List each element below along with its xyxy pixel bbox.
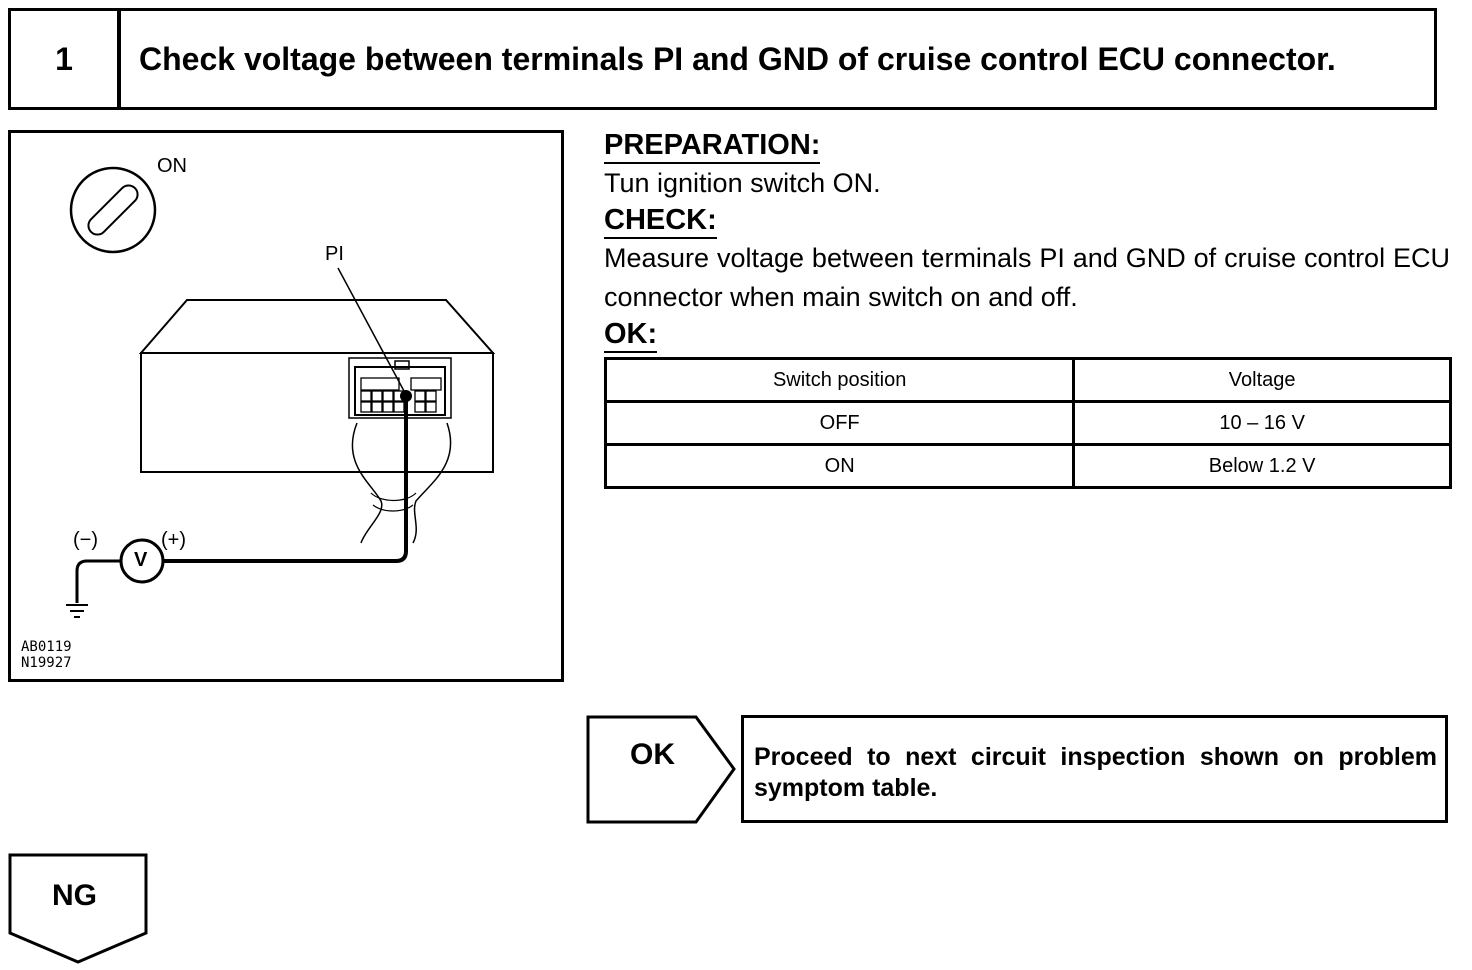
positive-terminal-label: (+) xyxy=(161,529,186,551)
preparation-text: Tun ignition switch ON. xyxy=(604,168,881,198)
table-cell: OFF xyxy=(603,400,1076,446)
step-header: 1 Check voltage between terminals PI and… xyxy=(8,8,1437,110)
preparation-heading: PREPARATION: xyxy=(604,128,821,164)
ecu-connector-icon xyxy=(348,357,452,544)
check-text: Measure voltage between terminals PI and… xyxy=(604,243,1450,312)
procedure: PREPARATION: Tun ignition switch ON. CHE… xyxy=(603,128,1454,489)
ng-arrow-icon xyxy=(8,853,148,964)
table-cell: ON xyxy=(603,443,1076,489)
ok-heading: OK: xyxy=(604,317,658,353)
step-number: 1 xyxy=(11,11,121,107)
column-header-switch-position: Switch position xyxy=(603,357,1076,403)
voltmeter-label: V xyxy=(134,549,148,571)
table-row: OFF 10 – 16 V xyxy=(603,400,1452,446)
figure-code-1: AB0119 xyxy=(21,639,72,655)
ok-arrow-icon xyxy=(586,715,736,824)
table-cell: 10 – 16 V xyxy=(1072,400,1452,446)
ecu-unit xyxy=(138,299,496,473)
table-cell: Below 1.2 V xyxy=(1072,443,1452,489)
figure-code-2: N19927 xyxy=(21,655,72,671)
table-row: ON Below 1.2 V xyxy=(603,443,1452,489)
ng-result-label: NG xyxy=(52,879,97,912)
check-heading: CHECK: xyxy=(604,203,717,239)
wiring-diagram: ON PI (−) (+) V AB0119 N19927 xyxy=(8,130,564,682)
ok-result-text: Proceed to next circuit inspection shown… xyxy=(754,743,1437,802)
negative-terminal-label: (−) xyxy=(73,529,98,551)
ok-result-box: Proceed to next circuit inspection shown… xyxy=(741,715,1448,823)
terminal-pi-label: PI xyxy=(325,243,344,265)
terminal-pi-leader xyxy=(337,267,405,392)
ok-result-label: OK xyxy=(630,738,675,771)
wiring-diagram-drawing xyxy=(66,166,496,618)
ignition-on-label: ON xyxy=(157,155,187,177)
ground-icon xyxy=(66,604,88,618)
table-header-row: Switch position Voltage xyxy=(603,357,1452,403)
ok-spec-table: Switch position Voltage OFF 10 – 16 V ON… xyxy=(603,357,1452,489)
ignition-switch-icon xyxy=(69,166,157,254)
column-header-voltage: Voltage xyxy=(1072,357,1452,403)
negative-lead xyxy=(75,559,121,603)
positive-lead xyxy=(163,396,408,563)
step-title: Check voltage between terminals PI and G… xyxy=(139,40,1336,77)
